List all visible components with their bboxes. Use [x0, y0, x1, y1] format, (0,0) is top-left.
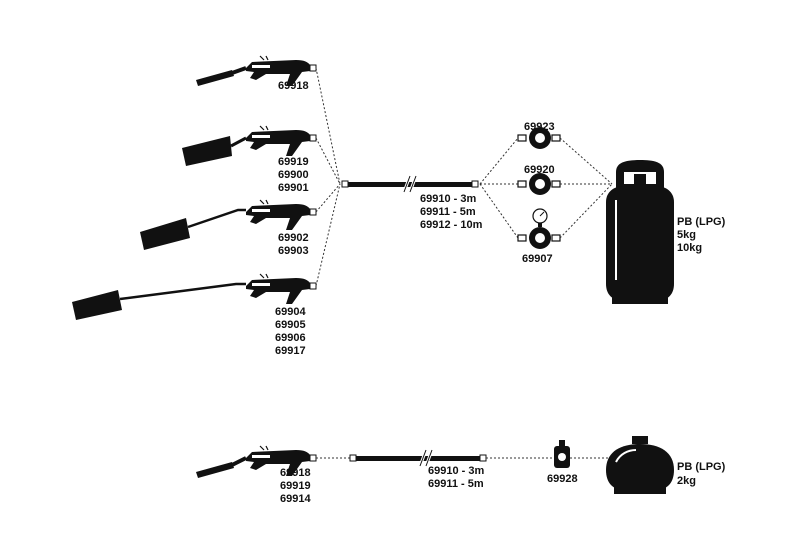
svg-text:69920: 69920 — [524, 164, 555, 176]
svg-text:69919: 69919 — [280, 480, 311, 492]
svg-text:69923: 69923 — [524, 121, 555, 133]
svg-text:69905: 69905 — [275, 319, 306, 331]
torch-bottom — [196, 445, 317, 478]
torch-bottom-codes: 69918 69919 69914 — [280, 467, 311, 505]
svg-text:69912 - 10m: 69912 - 10m — [420, 219, 483, 231]
regulator-69907: 69907 — [517, 208, 561, 265]
gas-cylinder-large — [606, 160, 674, 304]
regulator-69928: 69928 — [547, 440, 578, 485]
svg-text:69901: 69901 — [278, 182, 309, 194]
svg-text:10kg: 10kg — [677, 242, 702, 254]
svg-text:69906: 69906 — [275, 332, 306, 344]
torch-1-codes: 69918 — [278, 80, 309, 92]
gas-cylinder-small — [606, 436, 674, 494]
svg-text:69918: 69918 — [278, 80, 309, 92]
svg-text:69904: 69904 — [275, 306, 306, 318]
svg-text:PB (LPG): PB (LPG) — [677, 216, 726, 228]
hose-top — [341, 175, 479, 193]
hose-bottom — [349, 449, 487, 467]
svg-text:69910 - 3m: 69910 - 3m — [428, 465, 484, 477]
cylinder-large-label: PB (LPG) 5kg 10kg — [677, 216, 726, 254]
hose-top-codes: 69910 - 3m 69911 - 5m 69912 - 10m — [420, 193, 483, 231]
torch-1 — [196, 55, 317, 87]
torch-4 — [72, 273, 317, 320]
svg-text:69910 - 3m: 69910 - 3m — [420, 193, 476, 205]
regulator-cylinder-connectors — [559, 137, 613, 239]
svg-text:69928: 69928 — [547, 473, 578, 485]
torch-4-codes: 69904 69905 69906 69917 — [275, 306, 306, 357]
svg-text:69902: 69902 — [278, 232, 309, 244]
svg-text:69900: 69900 — [278, 169, 309, 181]
svg-text:69911 - 5m: 69911 - 5m — [420, 206, 476, 218]
hose-bottom-codes: 69910 - 3m 69911 - 5m — [428, 465, 484, 490]
svg-text:PB (LPG): PB (LPG) — [677, 461, 726, 473]
torch-3 — [140, 199, 317, 250]
svg-text:2kg: 2kg — [677, 475, 696, 487]
svg-text:69914: 69914 — [280, 493, 311, 505]
svg-text:5kg: 5kg — [677, 229, 696, 241]
svg-text:69911 - 5m: 69911 - 5m — [428, 478, 484, 490]
svg-text:69907: 69907 — [522, 253, 553, 265]
regulator-69920: 69920 — [517, 164, 561, 195]
svg-text:69918: 69918 — [280, 467, 311, 479]
torch-2 — [182, 125, 317, 166]
torch-3-codes: 69902 69903 — [278, 232, 309, 257]
svg-text:69919: 69919 — [278, 156, 309, 168]
hose-regulator-connectors — [479, 137, 519, 239]
regulator-69923: 69923 — [517, 121, 561, 149]
torch-connectors — [315, 67, 341, 287]
cylinder-small-label: PB (LPG) 2kg — [677, 461, 726, 487]
svg-text:69917: 69917 — [275, 345, 306, 357]
svg-text:69903: 69903 — [278, 245, 309, 257]
torch-2-codes: 69919 69900 69901 — [278, 156, 309, 194]
